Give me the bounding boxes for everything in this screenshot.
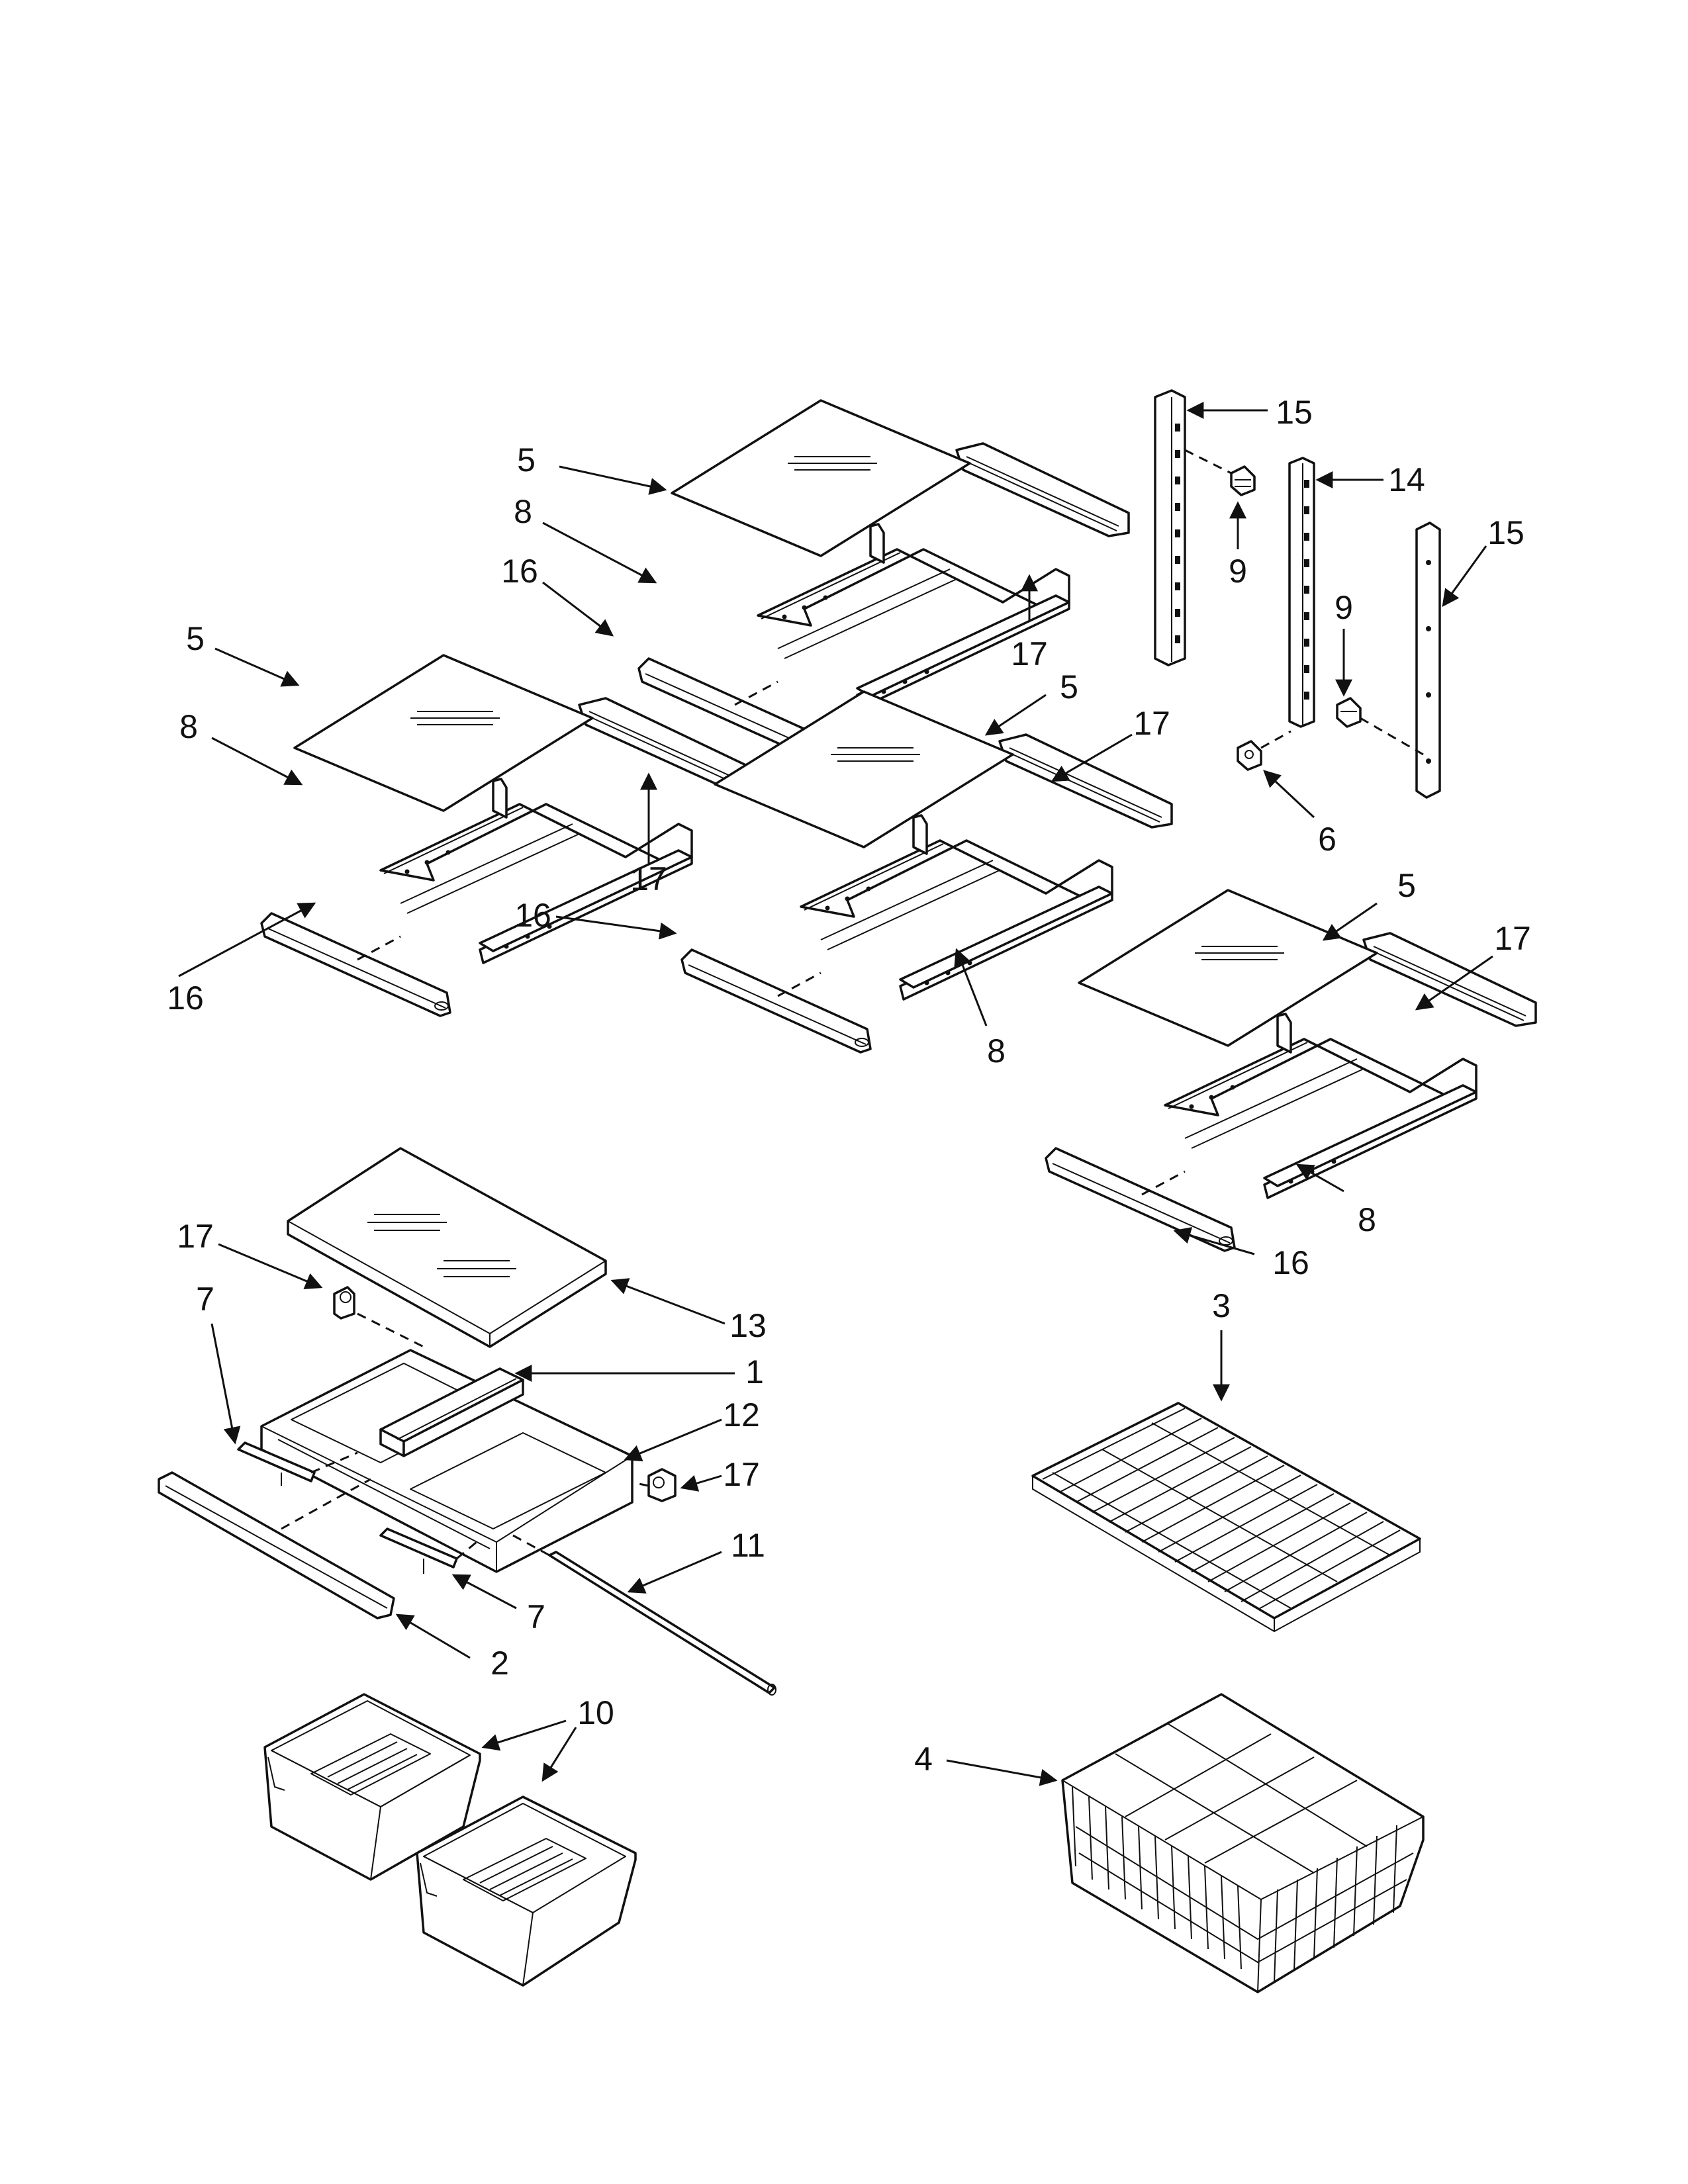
crisper-frame-12 — [260, 1349, 633, 1573]
shelf-assembly-middle — [680, 690, 1173, 1054]
callout-14: 14 — [1388, 461, 1425, 498]
callout-5: 5 — [517, 441, 536, 478]
crisper-drawer-left-10 — [263, 1693, 481, 1881]
shelf-assembly-right — [1045, 889, 1537, 1252]
callout-8: 8 — [179, 708, 198, 745]
callout-9: 9 — [1229, 553, 1247, 590]
clip-17-right — [632, 1468, 677, 1502]
front-trim-2 — [158, 1471, 395, 1619]
crisper-drawer-right-10 — [416, 1796, 637, 1987]
callout-labels: 5 8 16 17 5 8 17 16 5 17 16 8 5 17 8 16 … — [167, 394, 1531, 1778]
callout-10: 10 — [577, 1694, 614, 1731]
callout-5: 5 — [186, 620, 205, 657]
callout-4: 4 — [914, 1741, 933, 1778]
callout-17: 17 — [1133, 705, 1170, 742]
screw-9-right — [1336, 697, 1424, 756]
callout-2: 2 — [491, 1645, 509, 1682]
callout-17: 17 — [723, 1456, 760, 1493]
callout-1: 1 — [745, 1353, 764, 1390]
slide-7-left — [237, 1441, 358, 1486]
screw-6 — [1237, 730, 1291, 771]
callout-16: 16 — [514, 897, 551, 934]
shelf-support-rail-14 — [1288, 457, 1315, 728]
callout-7: 7 — [196, 1281, 214, 1318]
callout-5: 5 — [1397, 867, 1416, 904]
clip-17-left — [333, 1286, 424, 1348]
callout-16: 16 — [167, 979, 204, 1017]
callout-8: 8 — [987, 1032, 1006, 1069]
leader-arrows — [178, 402, 1493, 1786]
rod-11 — [512, 1534, 776, 1696]
callout-11: 11 — [731, 1527, 765, 1564]
callout-6: 6 — [1318, 821, 1336, 858]
crisper-glass-cover-13 — [287, 1147, 607, 1348]
callout-9: 9 — [1335, 589, 1353, 626]
callout-13: 13 — [729, 1307, 767, 1344]
crisper-divider-1 — [379, 1367, 524, 1457]
callout-7: 7 — [527, 1598, 545, 1635]
shelf-assembly-left — [260, 654, 753, 1017]
callout-5: 5 — [1060, 668, 1078, 705]
callout-15: 15 — [1276, 394, 1313, 431]
callout-17: 17 — [177, 1218, 214, 1255]
callout-15: 15 — [1487, 514, 1524, 551]
wire-shelf-3 — [1031, 1402, 1421, 1632]
callout-16: 16 — [501, 553, 538, 590]
wire-basket-4 — [1061, 1693, 1425, 1993]
callout-8: 8 — [1358, 1201, 1376, 1238]
callout-17: 17 — [630, 860, 667, 897]
shelf-support-rail-15-left — [1154, 389, 1186, 666]
callout-8: 8 — [514, 493, 532, 530]
callout-17: 17 — [1011, 635, 1048, 672]
screw-9-top — [1184, 449, 1256, 496]
callout-12: 12 — [723, 1396, 760, 1433]
slide-7-right — [379, 1527, 477, 1574]
callout-3: 3 — [1212, 1287, 1231, 1324]
callout-16: 16 — [1272, 1244, 1309, 1281]
callout-17: 17 — [1494, 920, 1531, 957]
shelf-support-rail-15-right — [1415, 522, 1441, 799]
